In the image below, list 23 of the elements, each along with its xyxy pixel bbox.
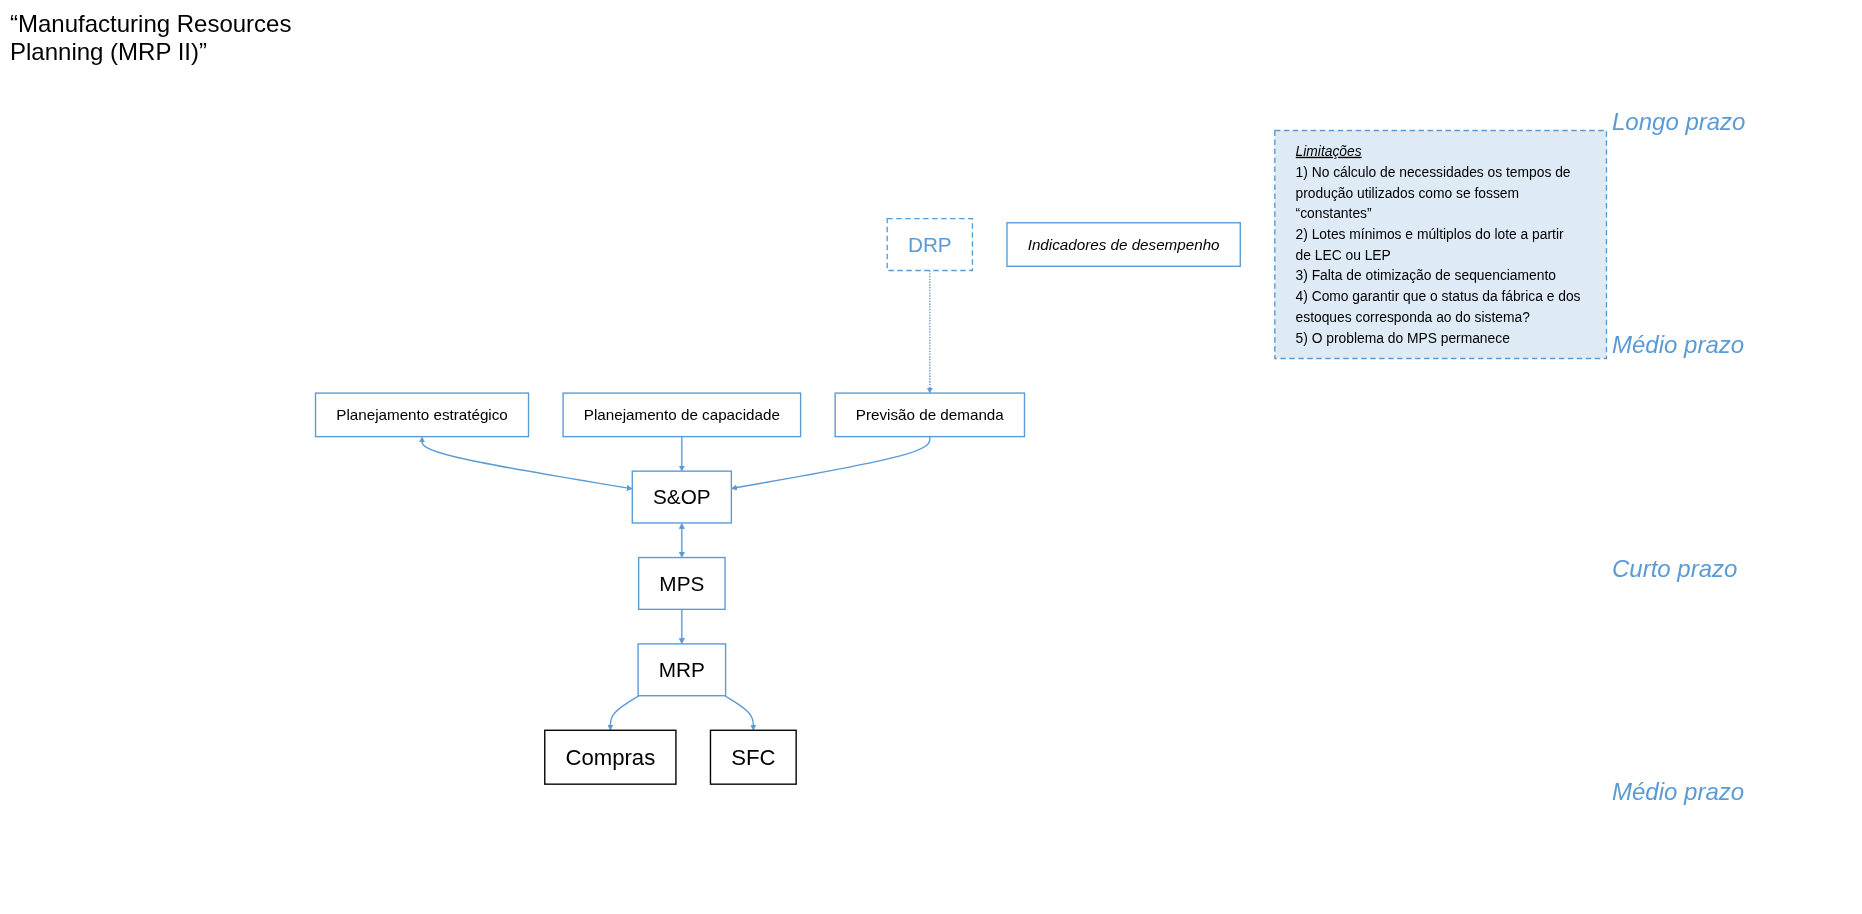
- node-box: SFC: [709, 729, 797, 785]
- node-box: Compras: [544, 729, 677, 785]
- horizon-label: Médio prazo: [1612, 331, 1746, 360]
- node-box: Planejamento de capacidade: [562, 392, 802, 437]
- arrow: [731, 435, 931, 491]
- node-box: S&OP: [631, 470, 733, 524]
- arrow: [678, 608, 685, 644]
- node-box: Planejamento estratégico: [314, 392, 530, 437]
- node-box: Limitações 1) No cálculo de necessidades os tempos de produção utilizados como se fossem “constantes” 2) Lotes mínimos e múltiplos do lote a partir de LEC ou LEP 3) Falta de otimização de sequenciamento 4) Como garantir que o status da fábrica e dos estoques corresponda ao do sistema? 5) O problema do MPS permanece: [1274, 129, 1608, 359]
- node-box: Indicadores de desempenho: [1006, 221, 1241, 267]
- horizon-label: Longo prazo: [1612, 107, 1747, 136]
- arrow: [724, 694, 757, 731]
- node-box: MPS: [637, 556, 726, 610]
- node-box: DRP: [886, 217, 974, 271]
- horizon-label: Médio prazo: [1612, 778, 1746, 807]
- arrow: [419, 436, 633, 491]
- arrow: [607, 694, 640, 731]
- horizon-label: Curto prazo: [1612, 554, 1739, 583]
- heading-text: “Manufacturing Resources Planning (MRP II)”: [10, 10, 293, 66]
- node-box: Previsão de demanda: [834, 392, 1026, 437]
- arrow: [678, 522, 685, 558]
- arrow: [678, 435, 685, 472]
- node-box: MRP: [637, 642, 727, 697]
